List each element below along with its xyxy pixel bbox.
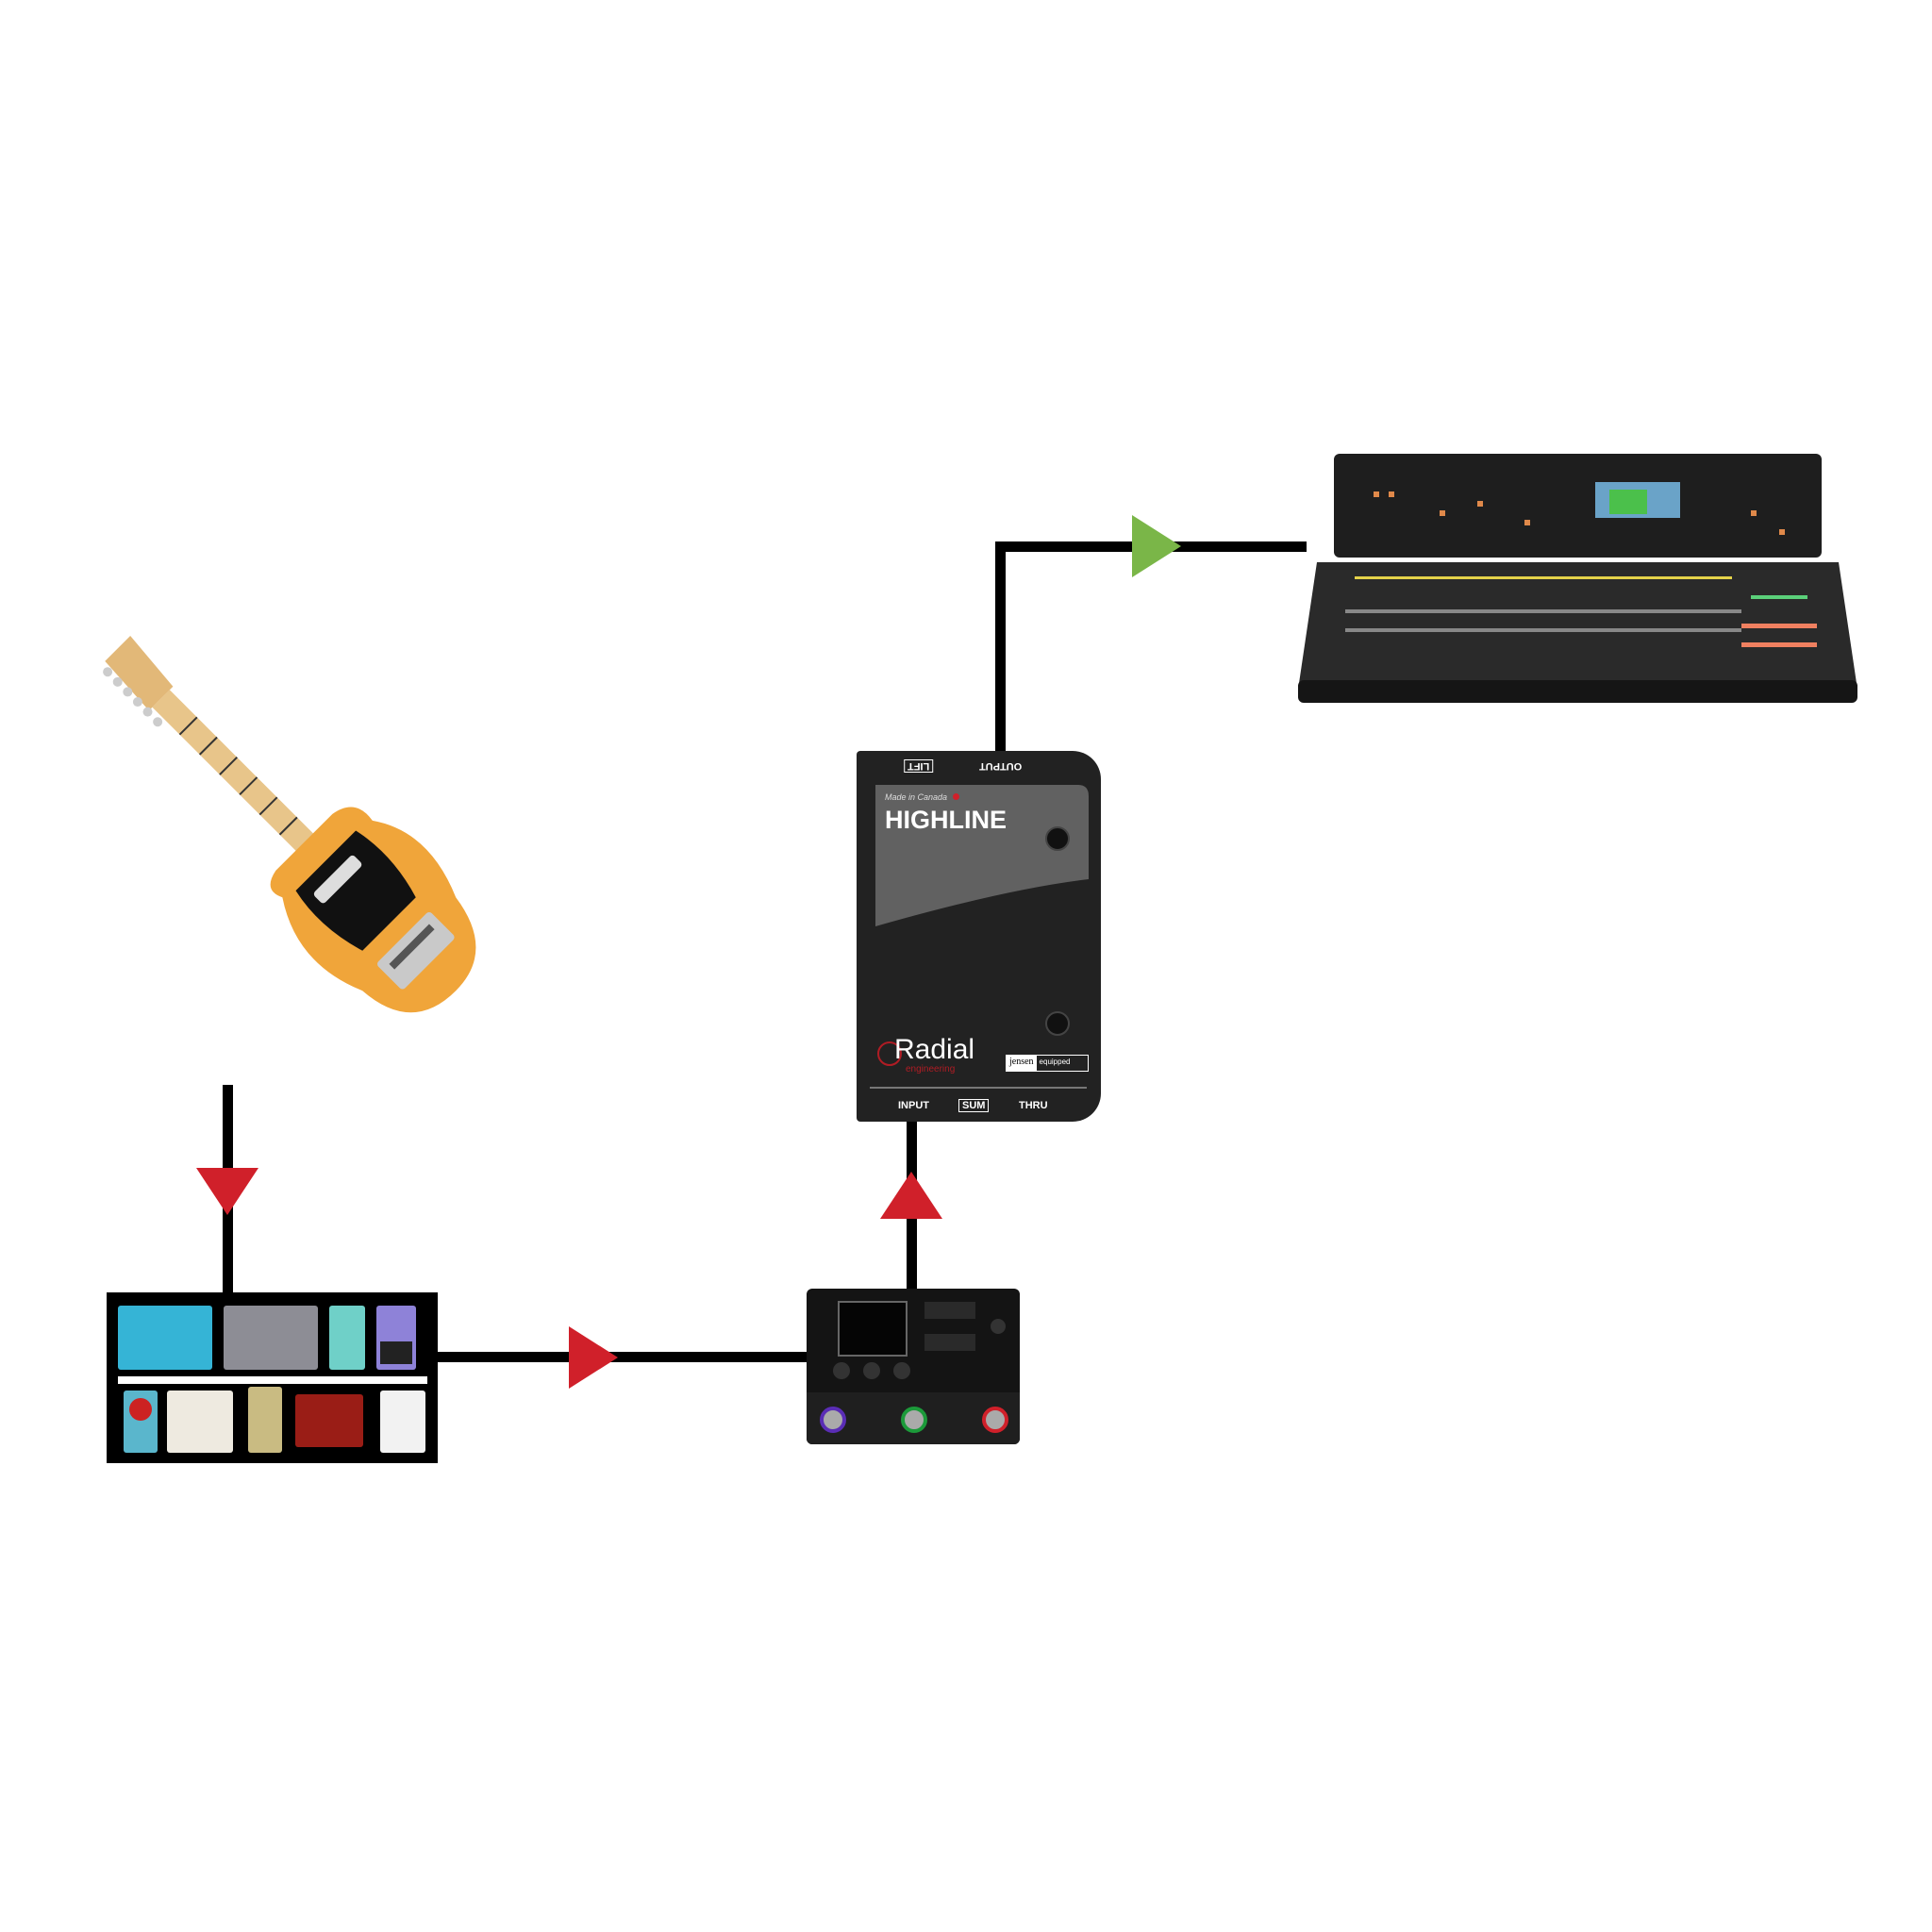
volume-knob bbox=[991, 1319, 1006, 1334]
pedal-divider bbox=[118, 1376, 427, 1384]
highline-di-box: LIFT OUTPUT Made in Canada HIGHLINE Radi… bbox=[857, 751, 1101, 1122]
sum-label: SUM bbox=[958, 1099, 990, 1112]
pedal bbox=[167, 1391, 233, 1453]
arrow-up-icon bbox=[880, 1172, 942, 1219]
pedal bbox=[248, 1387, 282, 1453]
radial-crosshair-icon bbox=[877, 1041, 902, 1066]
wire-pedalboard-to-modeler bbox=[434, 1352, 811, 1362]
pedal bbox=[295, 1394, 363, 1447]
pedalboard-image bbox=[107, 1292, 438, 1463]
arrow-right-green-icon bbox=[1132, 515, 1181, 577]
thru-label: THRU bbox=[1019, 1100, 1048, 1111]
pedal bbox=[224, 1306, 318, 1370]
pedal bbox=[118, 1306, 212, 1370]
made-in-label: Made in Canada bbox=[885, 792, 948, 802]
arrow-down-icon bbox=[196, 1168, 258, 1215]
guitar-image bbox=[103, 636, 476, 1013]
screw-icon bbox=[1045, 1011, 1070, 1036]
face-panel bbox=[875, 785, 1089, 926]
lift-label: LIFT bbox=[904, 759, 934, 773]
pedal bbox=[380, 1391, 425, 1453]
knob bbox=[863, 1362, 880, 1379]
knob bbox=[893, 1362, 910, 1379]
pedal bbox=[124, 1391, 158, 1453]
red-leaf-icon bbox=[953, 793, 959, 800]
screw-icon bbox=[1045, 826, 1070, 851]
arrow-right-icon bbox=[569, 1326, 618, 1389]
knob bbox=[833, 1362, 850, 1379]
digital-mixer-image bbox=[1298, 454, 1857, 703]
button-panel bbox=[924, 1334, 975, 1351]
divider bbox=[870, 1087, 1087, 1089]
jensen-badge: jensen equipped bbox=[1006, 1055, 1089, 1072]
screen bbox=[838, 1301, 908, 1357]
wire-di-output-vertical bbox=[995, 541, 1006, 755]
pedal bbox=[329, 1306, 365, 1370]
input-label: INPUT bbox=[898, 1100, 929, 1111]
footswitch-bar bbox=[807, 1392, 1020, 1444]
button-panel bbox=[924, 1302, 975, 1319]
output-label: OUTPUT bbox=[979, 760, 1023, 772]
model-name: HIGHLINE bbox=[885, 806, 1008, 834]
pedal bbox=[376, 1306, 416, 1370]
multi-effects-processor-image bbox=[807, 1289, 1020, 1444]
